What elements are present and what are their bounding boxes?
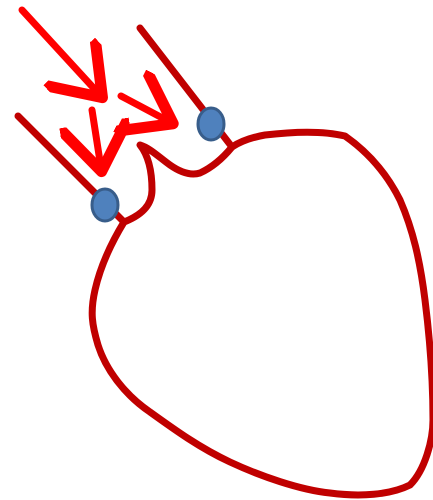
blue-circle-node <box>198 108 224 140</box>
red-arrow-right <box>121 96 170 122</box>
outline-shape <box>92 132 433 495</box>
red-arrow-down <box>92 110 101 168</box>
blue-circle-node <box>92 189 118 221</box>
red-arrow-down-right <box>22 10 100 95</box>
